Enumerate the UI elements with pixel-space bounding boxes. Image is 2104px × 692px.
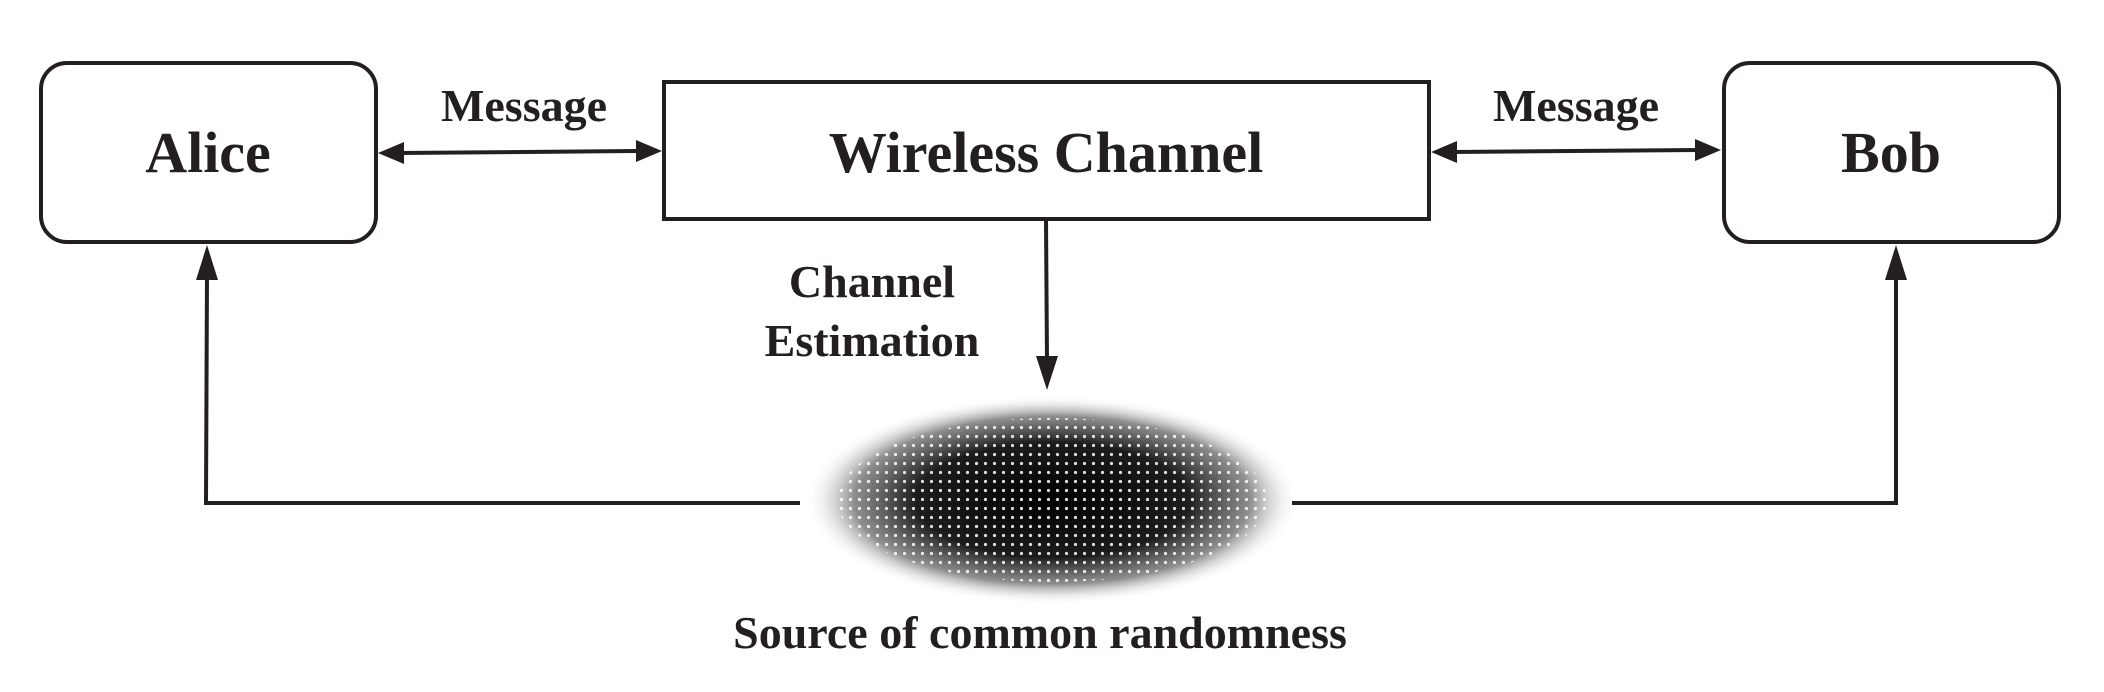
bob-feedback-arrow	[1292, 245, 1907, 505]
arrowhead-up	[1885, 245, 1907, 280]
channel-estimation-arrow	[1036, 218, 1058, 390]
randomness-source-blob	[804, 395, 1300, 605]
alice-label: Alice	[145, 120, 271, 185]
bob-label: Bob	[1841, 120, 1941, 185]
arrowhead-right	[636, 140, 662, 162]
right-message-label: Message	[1493, 80, 1659, 131]
arrowhead-left	[1431, 141, 1457, 163]
alice-feedback-arrow	[196, 245, 800, 505]
alice-node: Alice	[39, 61, 378, 244]
arrowhead-down	[1036, 356, 1058, 390]
left-message-arrow	[378, 140, 662, 164]
channel-estimation-label-line2: Estimation	[765, 315, 980, 366]
right-message-arrow	[1431, 139, 1721, 163]
wireless-channel-label: Wireless Channel	[829, 120, 1264, 185]
randomness-source-label: Source of common randomness	[733, 607, 1347, 658]
bob-node: Bob	[1722, 61, 2061, 244]
channel-estimation-label-line1: Channel	[789, 256, 955, 307]
arrowhead-right	[1695, 139, 1721, 161]
wireless-channel-node: Wireless Channel	[662, 80, 1431, 221]
arrowhead-up	[196, 245, 218, 280]
arrowhead-left	[378, 142, 404, 164]
left-message-label: Message	[441, 80, 607, 131]
